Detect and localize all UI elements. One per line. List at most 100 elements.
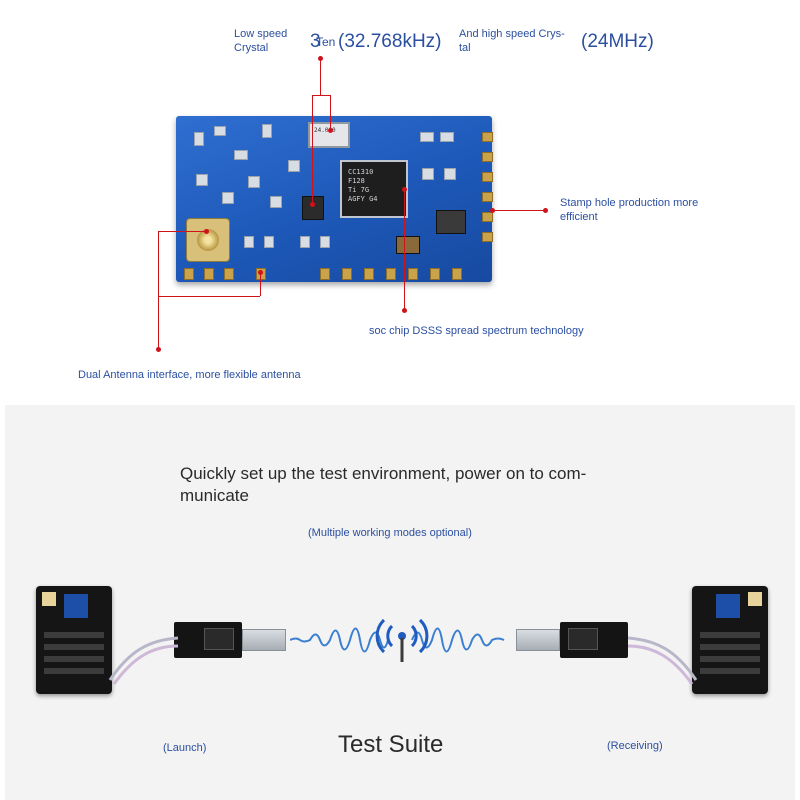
callout-line [494,210,546,211]
receiving-usb-plug [516,629,560,651]
chip-marking: CC1310 F128 Ti 7G AGFY G4 [348,168,378,203]
edge-pad [482,212,493,222]
smd-component [444,168,456,180]
edge-pad [364,268,374,280]
smd-component [320,236,330,248]
callout-line [158,231,159,349]
crystal-prefix: 3 [310,31,321,52]
edge-pad [482,192,493,202]
soc-chip: CC1310 F128 Ti 7G AGFY G4 [340,160,408,218]
test-suite-section [5,405,795,800]
edge-pad [342,268,352,280]
smd-component [422,168,434,180]
launch-cable [108,636,179,685]
callout-dot [310,202,315,207]
board-button [42,592,56,606]
regulator-component [436,210,466,234]
edge-pad [204,268,214,280]
smd-component [262,124,272,138]
pin-header [44,644,104,650]
high-crystal-frequency: (24MHz) [581,31,654,52]
edge-pad [386,268,396,280]
pin-header [700,656,760,662]
callout-dot [328,128,333,133]
ipex-antenna-connector [186,218,230,262]
edge-pad [452,268,462,280]
callout-dot [204,229,209,234]
callout-line [260,272,261,296]
edge-pad [408,268,418,280]
smd-component [222,192,234,204]
callout-line [158,231,206,232]
smd-component [270,196,282,208]
smd-component [234,150,248,160]
edge-pad [224,268,234,280]
pin-header [700,632,760,638]
capacitor-component [396,236,420,254]
callout-dot [318,56,323,61]
smd-component [264,236,274,248]
dual-antenna-label: Dual Antenna interface, more flexible an… [78,369,301,381]
pin-header [44,668,104,674]
launch-usb-adapter [174,622,242,658]
launch-usb-plug [242,629,286,651]
crystal-ten-label: Ten [316,35,336,49]
launch-label: (Launch) [163,742,207,754]
callout-line [312,95,330,96]
receiving-cable [627,636,698,685]
smd-component [194,132,204,146]
edge-pad [482,232,493,242]
module-feature-section: Low speed Crystal 3 Ten (32.768kHz) And … [78,28,699,381]
smd-component [196,174,208,186]
callout-dot [156,347,161,352]
callout-line [158,296,260,297]
inductor-component [302,196,324,220]
edge-pad [320,268,330,280]
callout-dot [490,208,495,213]
smd-component [248,176,260,188]
edge-pad [482,132,493,142]
callout-dot [543,208,548,213]
crystal-marking: 24.000 [314,127,336,134]
wireless-signal-icon [375,618,429,662]
smd-component [214,126,226,136]
pin-header [700,668,760,674]
smd-component [288,160,300,172]
high-speed-crystal-label: And high speed Crys- tal [459,28,565,54]
edge-pad [430,268,440,280]
smd-component [420,132,434,142]
callout-dot [402,308,407,313]
callout-line [404,190,405,310]
soc-chip-label: soc chip DSSS spread spectrum technology [369,325,584,337]
receiving-label: (Receiving) [607,740,663,752]
crystal-oscillator: 24.000 [308,122,350,148]
working-modes-label: (Multiple working modes optional) [308,527,472,539]
pin-header [44,656,104,662]
pin-header [44,632,104,638]
smd-component [244,236,254,248]
callout-line [330,95,331,131]
edge-pad [482,172,493,182]
smd-component [300,236,310,248]
edge-pad [482,152,493,162]
low-crystal-frequency: (32.768kHz) [338,31,442,52]
pin-header [700,644,760,650]
callout-line [320,58,321,95]
launch-dev-board [36,586,112,694]
callout-dot [258,270,263,275]
board-module [716,594,740,618]
receiving-dev-board [692,586,768,694]
board-module [64,594,88,618]
callout-line [312,95,313,205]
stamp-hole-label: Stamp hole production more efficient [560,197,699,223]
adapter-socket [204,628,234,650]
board-button [748,592,762,606]
signal-waveform [290,627,505,653]
receiving-usb-adapter [560,622,628,658]
smd-component [440,132,454,142]
test-setup-headline: Quickly set up the test environment, pow… [180,464,587,505]
callout-dot [402,187,407,192]
edge-pad [184,268,194,280]
low-speed-crystal-label: Low speed Crystal [234,28,288,54]
adapter-socket [568,628,598,650]
